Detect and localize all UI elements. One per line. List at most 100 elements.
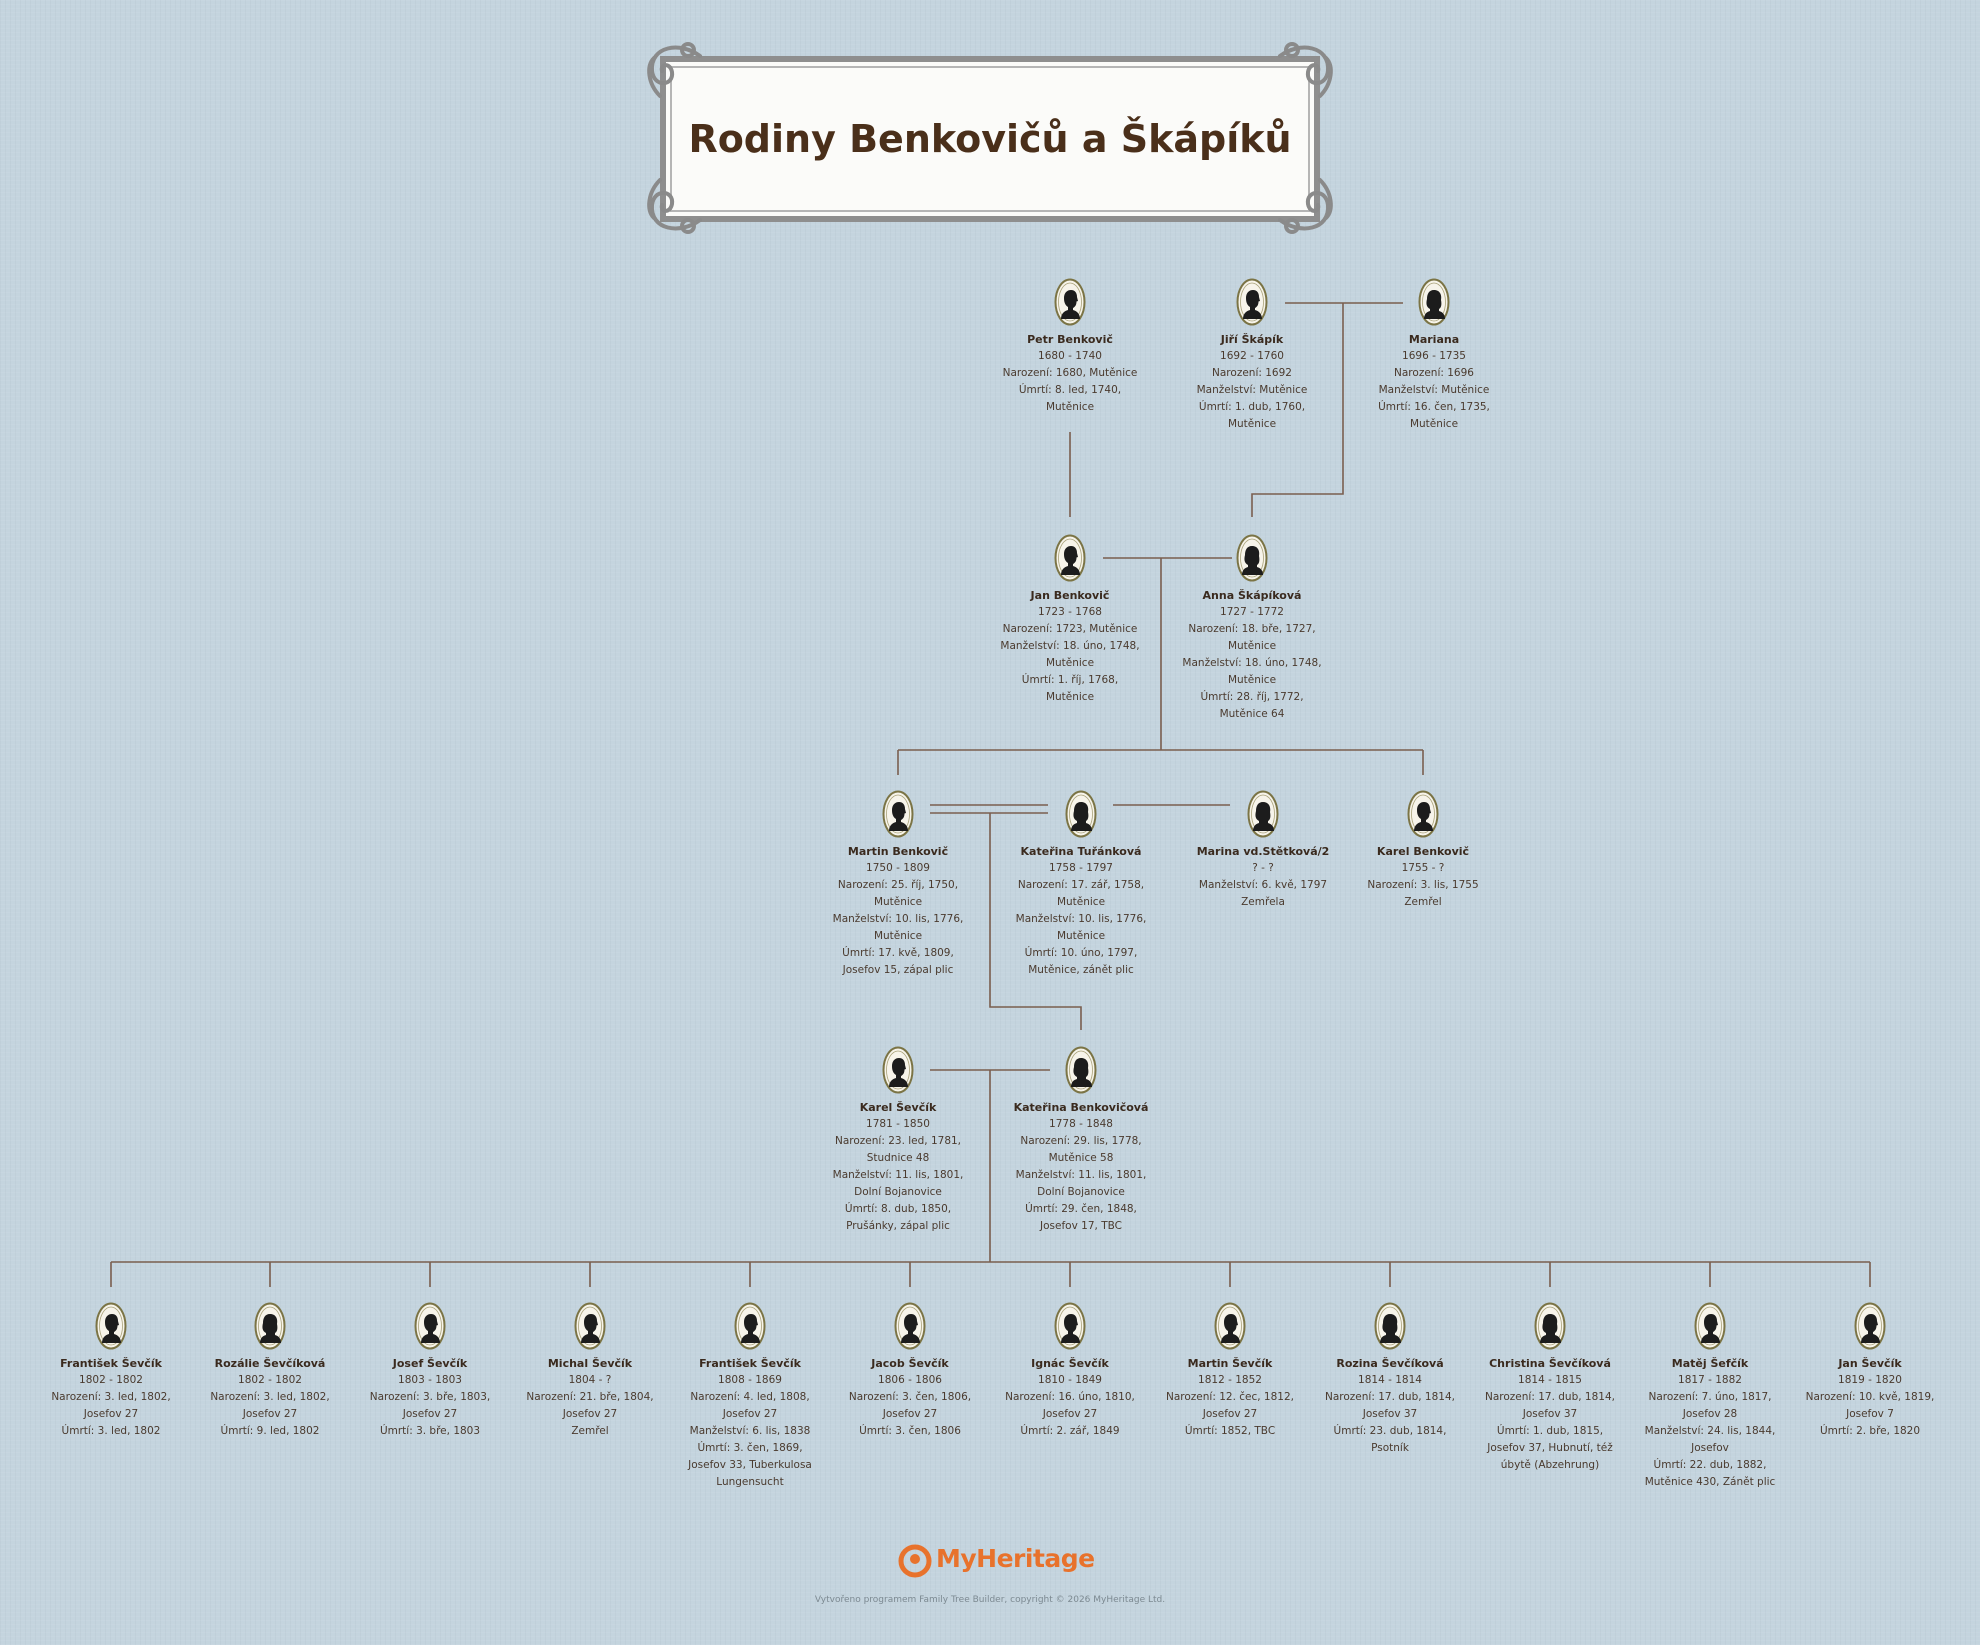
person-detail: Úmrtí: 3. led, 1802 bbox=[61, 1425, 161, 1437]
person-detail: 1758 - 1797 bbox=[1049, 862, 1113, 874]
person-detail: Úmrtí: 22. dub, 1882, bbox=[1653, 1459, 1767, 1471]
person-detail: Narození: 1692 bbox=[1212, 367, 1292, 379]
person-name: Jan Ševčík bbox=[1838, 1357, 1902, 1370]
person-detail: Narození: 17. dub, 1814, bbox=[1485, 1391, 1615, 1403]
person-detail: Narození: 25. říj, 1750, bbox=[837, 879, 959, 891]
person-detail: Úmrtí: 1. dub, 1815, bbox=[1496, 1425, 1604, 1437]
person-detail: Manželství: 10. lis, 1776, bbox=[1015, 913, 1147, 925]
ornament-top-right-icon bbox=[1278, 42, 1333, 98]
person-detail: Narození: 3. led, 1802, bbox=[51, 1391, 171, 1403]
person-card[interactable]: Marina vd.Stětková/2? - ?Manželství: 6. … bbox=[1178, 790, 1348, 911]
person-detail: 1819 - 1820 bbox=[1838, 1374, 1902, 1386]
person-detail: Úmrtí: 28. říj, 1772, bbox=[1200, 691, 1304, 703]
person-name: Kateřina Benkovičová bbox=[1013, 1101, 1149, 1114]
person-detail: 1804 - ? bbox=[568, 1374, 612, 1386]
person-detail: 1750 - 1809 bbox=[866, 862, 930, 874]
male-silhouette-icon bbox=[734, 1302, 766, 1350]
myheritage-logo-icon bbox=[898, 1544, 932, 1578]
connector-martin-katerina bbox=[930, 804, 1048, 814]
person-detail: Narození: 3. lis, 1755 bbox=[1367, 879, 1479, 891]
person-detail: Mutěnice bbox=[1045, 657, 1095, 669]
person-detail: Narození: 3. čen, 1806, bbox=[848, 1391, 972, 1403]
person-detail: Úmrtí: 17. kvě, 1809, bbox=[842, 947, 954, 959]
male-silhouette-icon bbox=[414, 1302, 446, 1350]
person-detail: Manželství: Mutěnice bbox=[1378, 384, 1490, 396]
person-detail: 1802 - 1802 bbox=[79, 1374, 143, 1386]
person-detail: Narození: 12. čec, 1812, bbox=[1166, 1391, 1294, 1403]
person-detail: 1723 - 1768 bbox=[1038, 606, 1102, 618]
person-detail: Mutěnice 64 bbox=[1219, 708, 1285, 720]
person-detail: Mutěnice bbox=[1227, 640, 1277, 652]
male-silhouette-icon bbox=[1694, 1302, 1726, 1350]
female-silhouette-icon bbox=[1418, 278, 1450, 326]
myheritage-logo[interactable]: MyHeritage bbox=[898, 1542, 1098, 1578]
person-detail: Mutěnice bbox=[1056, 930, 1106, 942]
person-detail: Mutěnice bbox=[1045, 401, 1095, 413]
person-name: Mariana bbox=[1408, 333, 1460, 346]
person-name: Rozálie Ševčíková bbox=[214, 1357, 326, 1370]
person-detail: Josefov 27 bbox=[562, 1408, 618, 1420]
person-detail: Josefov 17, TBC bbox=[1040, 1220, 1122, 1232]
person-name: Jacob Ševčík bbox=[871, 1357, 949, 1370]
person-name: Karel Ševčík bbox=[859, 1101, 937, 1114]
person-detail: Narození: 1680, Mutěnice bbox=[1002, 367, 1138, 379]
person-detail: Úmrtí: 16. čen, 1735, bbox=[1378, 401, 1490, 413]
person-card[interactable]: Karel Benkovič 1755 - ? Narození: 3. lis, … bbox=[1338, 790, 1508, 911]
person-name: Petr Benkovič bbox=[1027, 333, 1113, 346]
person-detail: Zemřela bbox=[1241, 896, 1285, 908]
person-name: Josef Ševčík bbox=[392, 1357, 468, 1370]
person-detail: Narození: 3. led, 1802, bbox=[210, 1391, 330, 1403]
person-name: Christina Ševčíková bbox=[1489, 1357, 1611, 1370]
chart-title: Rodiny Benkovičů a Škápíků bbox=[688, 117, 1292, 161]
person-name: Karel Benkovič bbox=[1376, 845, 1470, 858]
person-detail: Manželství: Mutěnice bbox=[1196, 384, 1308, 396]
person-detail: Manželství: 11. lis, 1801, bbox=[1015, 1169, 1147, 1181]
person-detail: Úmrtí: 1. říj, 1768, bbox=[1021, 674, 1119, 686]
male-silhouette-icon bbox=[1054, 278, 1086, 326]
person-detail: 1803 - 1803 bbox=[398, 1374, 462, 1386]
person-detail: 1810 - 1849 bbox=[1038, 1374, 1102, 1386]
person-detail: Josefov 27 bbox=[882, 1408, 938, 1420]
connector-skapik-couple bbox=[1251, 302, 1403, 517]
male-silhouette-icon bbox=[574, 1302, 606, 1350]
person-name: František Ševčík bbox=[60, 1357, 162, 1370]
person-detail: Josefov 27 bbox=[402, 1408, 458, 1420]
person-detail: Zemřel bbox=[1404, 896, 1442, 908]
person-detail: 1814 - 1814 bbox=[1358, 1374, 1422, 1386]
person-detail: Narození: 23. led, 1781, bbox=[834, 1135, 962, 1147]
female-silhouette-icon bbox=[1065, 790, 1097, 838]
person-detail: 1755 - ? bbox=[1401, 862, 1445, 874]
person-detail: Mutěnice bbox=[873, 930, 923, 942]
person-detail: Mutěnice bbox=[873, 896, 923, 908]
person-detail: Mutěnice, zánět plic bbox=[1028, 964, 1134, 976]
person-detail: Mutěnice bbox=[1227, 674, 1277, 686]
person-detail: Mutěnice bbox=[1227, 418, 1277, 430]
person-detail: Lungensucht bbox=[716, 1476, 784, 1488]
footer-credit: Vytvořeno programem Family Tree Builder,… bbox=[814, 1595, 1166, 1605]
person-detail: Úmrtí: 3. čen, 1806 bbox=[859, 1425, 961, 1437]
person-detail: Úmrtí: 9. led, 1802 bbox=[220, 1425, 320, 1437]
person-detail: Manželství: 18. úno, 1748, bbox=[1000, 640, 1140, 652]
person-detail: ? - ? bbox=[1252, 862, 1274, 874]
